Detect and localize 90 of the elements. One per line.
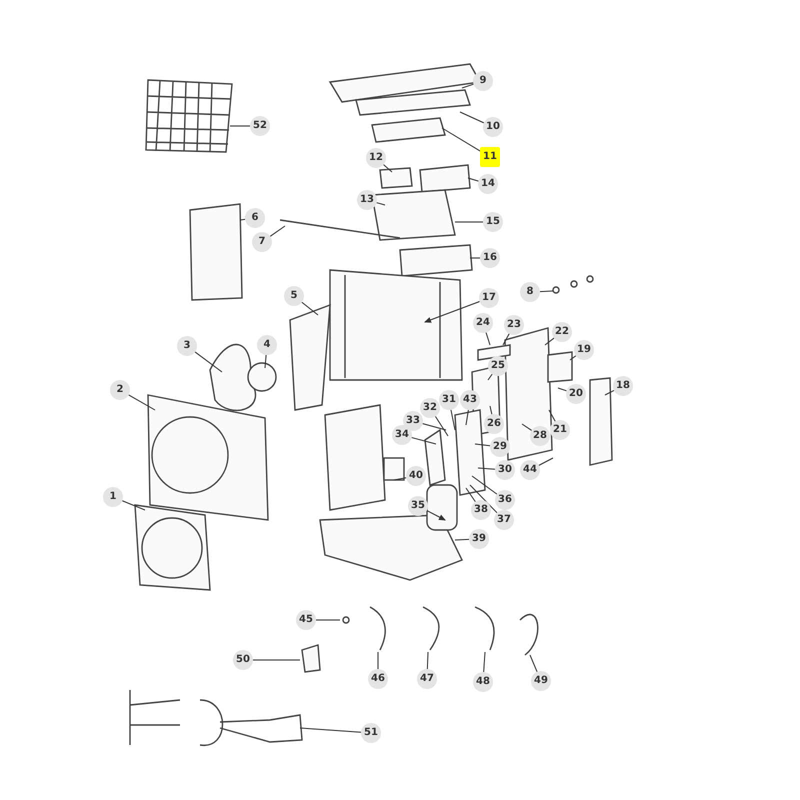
leader-line (454, 538, 470, 540)
callout-number: 29 (490, 437, 510, 457)
leader-line (300, 728, 362, 733)
callout-number: 50 (233, 650, 253, 670)
leader-line (488, 374, 493, 380)
callout-number: 18 (613, 376, 633, 396)
callout-number: 39 (469, 529, 489, 549)
callout-number: 44 (520, 460, 540, 480)
callout-number: 52 (250, 116, 270, 136)
leader-line (544, 338, 555, 346)
callout-number: 14 (478, 174, 498, 194)
leader-line (442, 128, 482, 152)
leader-line (540, 290, 554, 292)
leader-line (450, 409, 456, 430)
callout-number: 33 (403, 411, 423, 431)
leader-line (462, 84, 474, 88)
callout-number: 9 (473, 71, 493, 91)
callout-number: 6 (245, 208, 265, 228)
leader-line (434, 416, 448, 436)
callout-number: 8 (520, 282, 540, 302)
leader-line (270, 226, 286, 237)
callout-number: 1 (103, 487, 123, 507)
leader-line (466, 488, 476, 502)
callout-number: 35 (408, 496, 428, 516)
callout-number: 37 (494, 510, 514, 530)
callout-number: 10 (483, 117, 503, 137)
leader-line (490, 406, 492, 415)
callout-number: 15 (483, 212, 503, 232)
leader-line (474, 444, 491, 446)
leader-line (472, 476, 498, 495)
callout-number: 49 (531, 671, 551, 691)
leader-line (460, 112, 484, 124)
leader-line (570, 355, 576, 360)
callout-number: 21 (550, 420, 570, 440)
callout-number: 16 (480, 248, 500, 268)
callout-number: 7 (252, 232, 272, 252)
leader-line (301, 302, 318, 316)
leader-line (426, 510, 446, 520)
leader-line (502, 333, 510, 346)
leader-line (522, 424, 532, 431)
callout-number: 31 (439, 390, 459, 410)
callout-number: 24 (473, 313, 493, 333)
callout-number: 45 (296, 610, 316, 630)
leader-line (466, 409, 469, 426)
callout-number: 30 (495, 460, 515, 480)
leader-line (470, 484, 498, 514)
callout-number: 5 (284, 286, 304, 306)
callout-number: 26 (484, 414, 504, 434)
leader-line (558, 388, 568, 392)
callout-number: 4 (257, 335, 277, 355)
leader-line (538, 458, 554, 466)
callout-number: 11 (480, 147, 500, 167)
leader-line (486, 332, 490, 346)
callout-number: 17 (479, 288, 499, 308)
callout-number: 20 (566, 384, 586, 404)
leader-line (548, 410, 556, 422)
callout-number: 22 (552, 322, 572, 342)
callout-number: 12 (366, 148, 386, 168)
leader-line (478, 468, 496, 470)
leader-line (426, 652, 428, 670)
callout-number: 38 (471, 500, 491, 520)
callout-number: 13 (357, 190, 377, 210)
leader-line (264, 354, 267, 368)
callout-number: 40 (406, 466, 426, 486)
leader-line (422, 423, 446, 430)
callout-number: 47 (417, 669, 437, 689)
leader-line (122, 500, 146, 510)
callout-number: 34 (392, 425, 412, 445)
leader-line (240, 218, 246, 220)
callout-number: 43 (460, 390, 480, 410)
callout-number: 46 (368, 669, 388, 689)
leader-line (394, 477, 407, 480)
leader-line (483, 652, 486, 673)
leader-line (530, 654, 538, 672)
callout-number: 32 (420, 398, 440, 418)
leader-line (604, 390, 615, 396)
leader-line (424, 301, 480, 323)
callout-number: 3 (177, 336, 197, 356)
leader-line (376, 202, 386, 206)
callout-number: 2 (110, 380, 130, 400)
callout-number: 19 (574, 340, 594, 360)
callout-number: 51 (361, 723, 381, 743)
callout-number: 48 (473, 672, 493, 692)
leader-line (468, 178, 479, 182)
leader-line (383, 164, 392, 172)
callout-number: 23 (504, 315, 524, 335)
leader-line (194, 351, 222, 372)
leader-line (128, 394, 156, 410)
callout-number: 36 (495, 490, 515, 510)
leader-line (411, 437, 436, 444)
